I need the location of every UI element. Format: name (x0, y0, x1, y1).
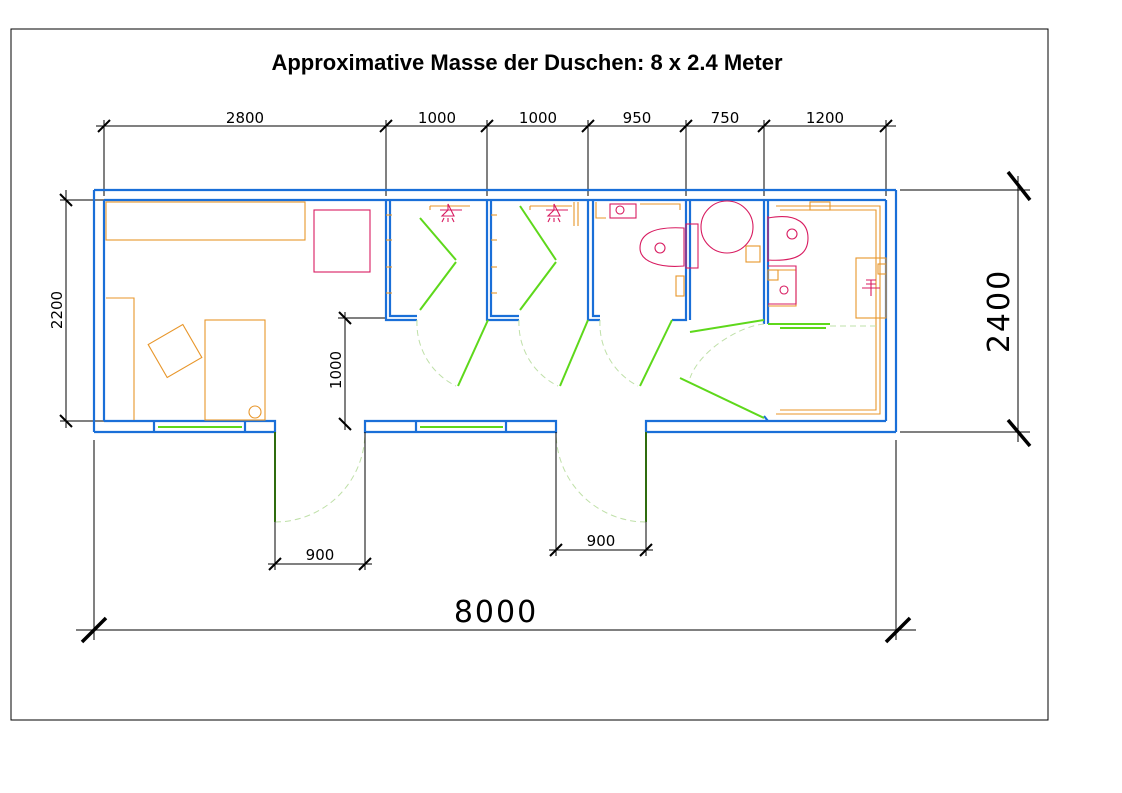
furniture (105, 201, 887, 421)
hooks-shower-2 (491, 214, 497, 294)
shower-head-3 (862, 279, 880, 296)
dim-corridor: 1000 (327, 351, 345, 389)
dim-total-width: 8000 (454, 595, 538, 630)
dim-left-height: 2200 (48, 291, 66, 329)
washbasin (700, 200, 754, 254)
doors (274, 205, 880, 523)
drawing-frame (10, 28, 1049, 721)
cabinet (313, 209, 371, 273)
toilet-2 (767, 216, 809, 262)
bin (248, 405, 262, 419)
toilet-1 (639, 227, 685, 267)
dim-top-3: 1000 (519, 109, 557, 127)
right-height-dimension: 2400 (900, 170, 1032, 448)
hooks-shower-1 (386, 214, 392, 294)
top-dimension-chain: 2800 1000 1000 950 750 1200 (96, 109, 896, 196)
shower-head-1 (440, 203, 462, 223)
door-dimension-left: 900 (268, 432, 372, 571)
dim-door-right: 900 (587, 532, 616, 550)
bench-left (106, 297, 135, 420)
shower-head-2 (546, 203, 568, 223)
dim-door-left: 900 (306, 546, 335, 564)
bench-top (105, 201, 306, 241)
dim-top-1: 2800 (226, 109, 264, 127)
chair (147, 323, 203, 379)
dim-top-2: 1000 (418, 109, 456, 127)
dim-top-5: 750 (711, 109, 740, 127)
total-width-dimension: 8000 (76, 440, 916, 644)
dim-right-height: 2400 (982, 269, 1017, 353)
sanitary-fixtures (313, 200, 880, 305)
dim-top-6: 1200 (806, 109, 844, 127)
door-dimension-right: 900 (549, 432, 653, 557)
corridor-dimension: 1000 (327, 311, 386, 431)
building-walls (92, 188, 898, 434)
dim-top-4: 950 (623, 109, 652, 127)
left-height-dimension: 2200 (48, 190, 104, 428)
desk (204, 319, 266, 421)
plan-title: Approximative Masse der Duschen: 8 x 2.4… (271, 50, 783, 75)
